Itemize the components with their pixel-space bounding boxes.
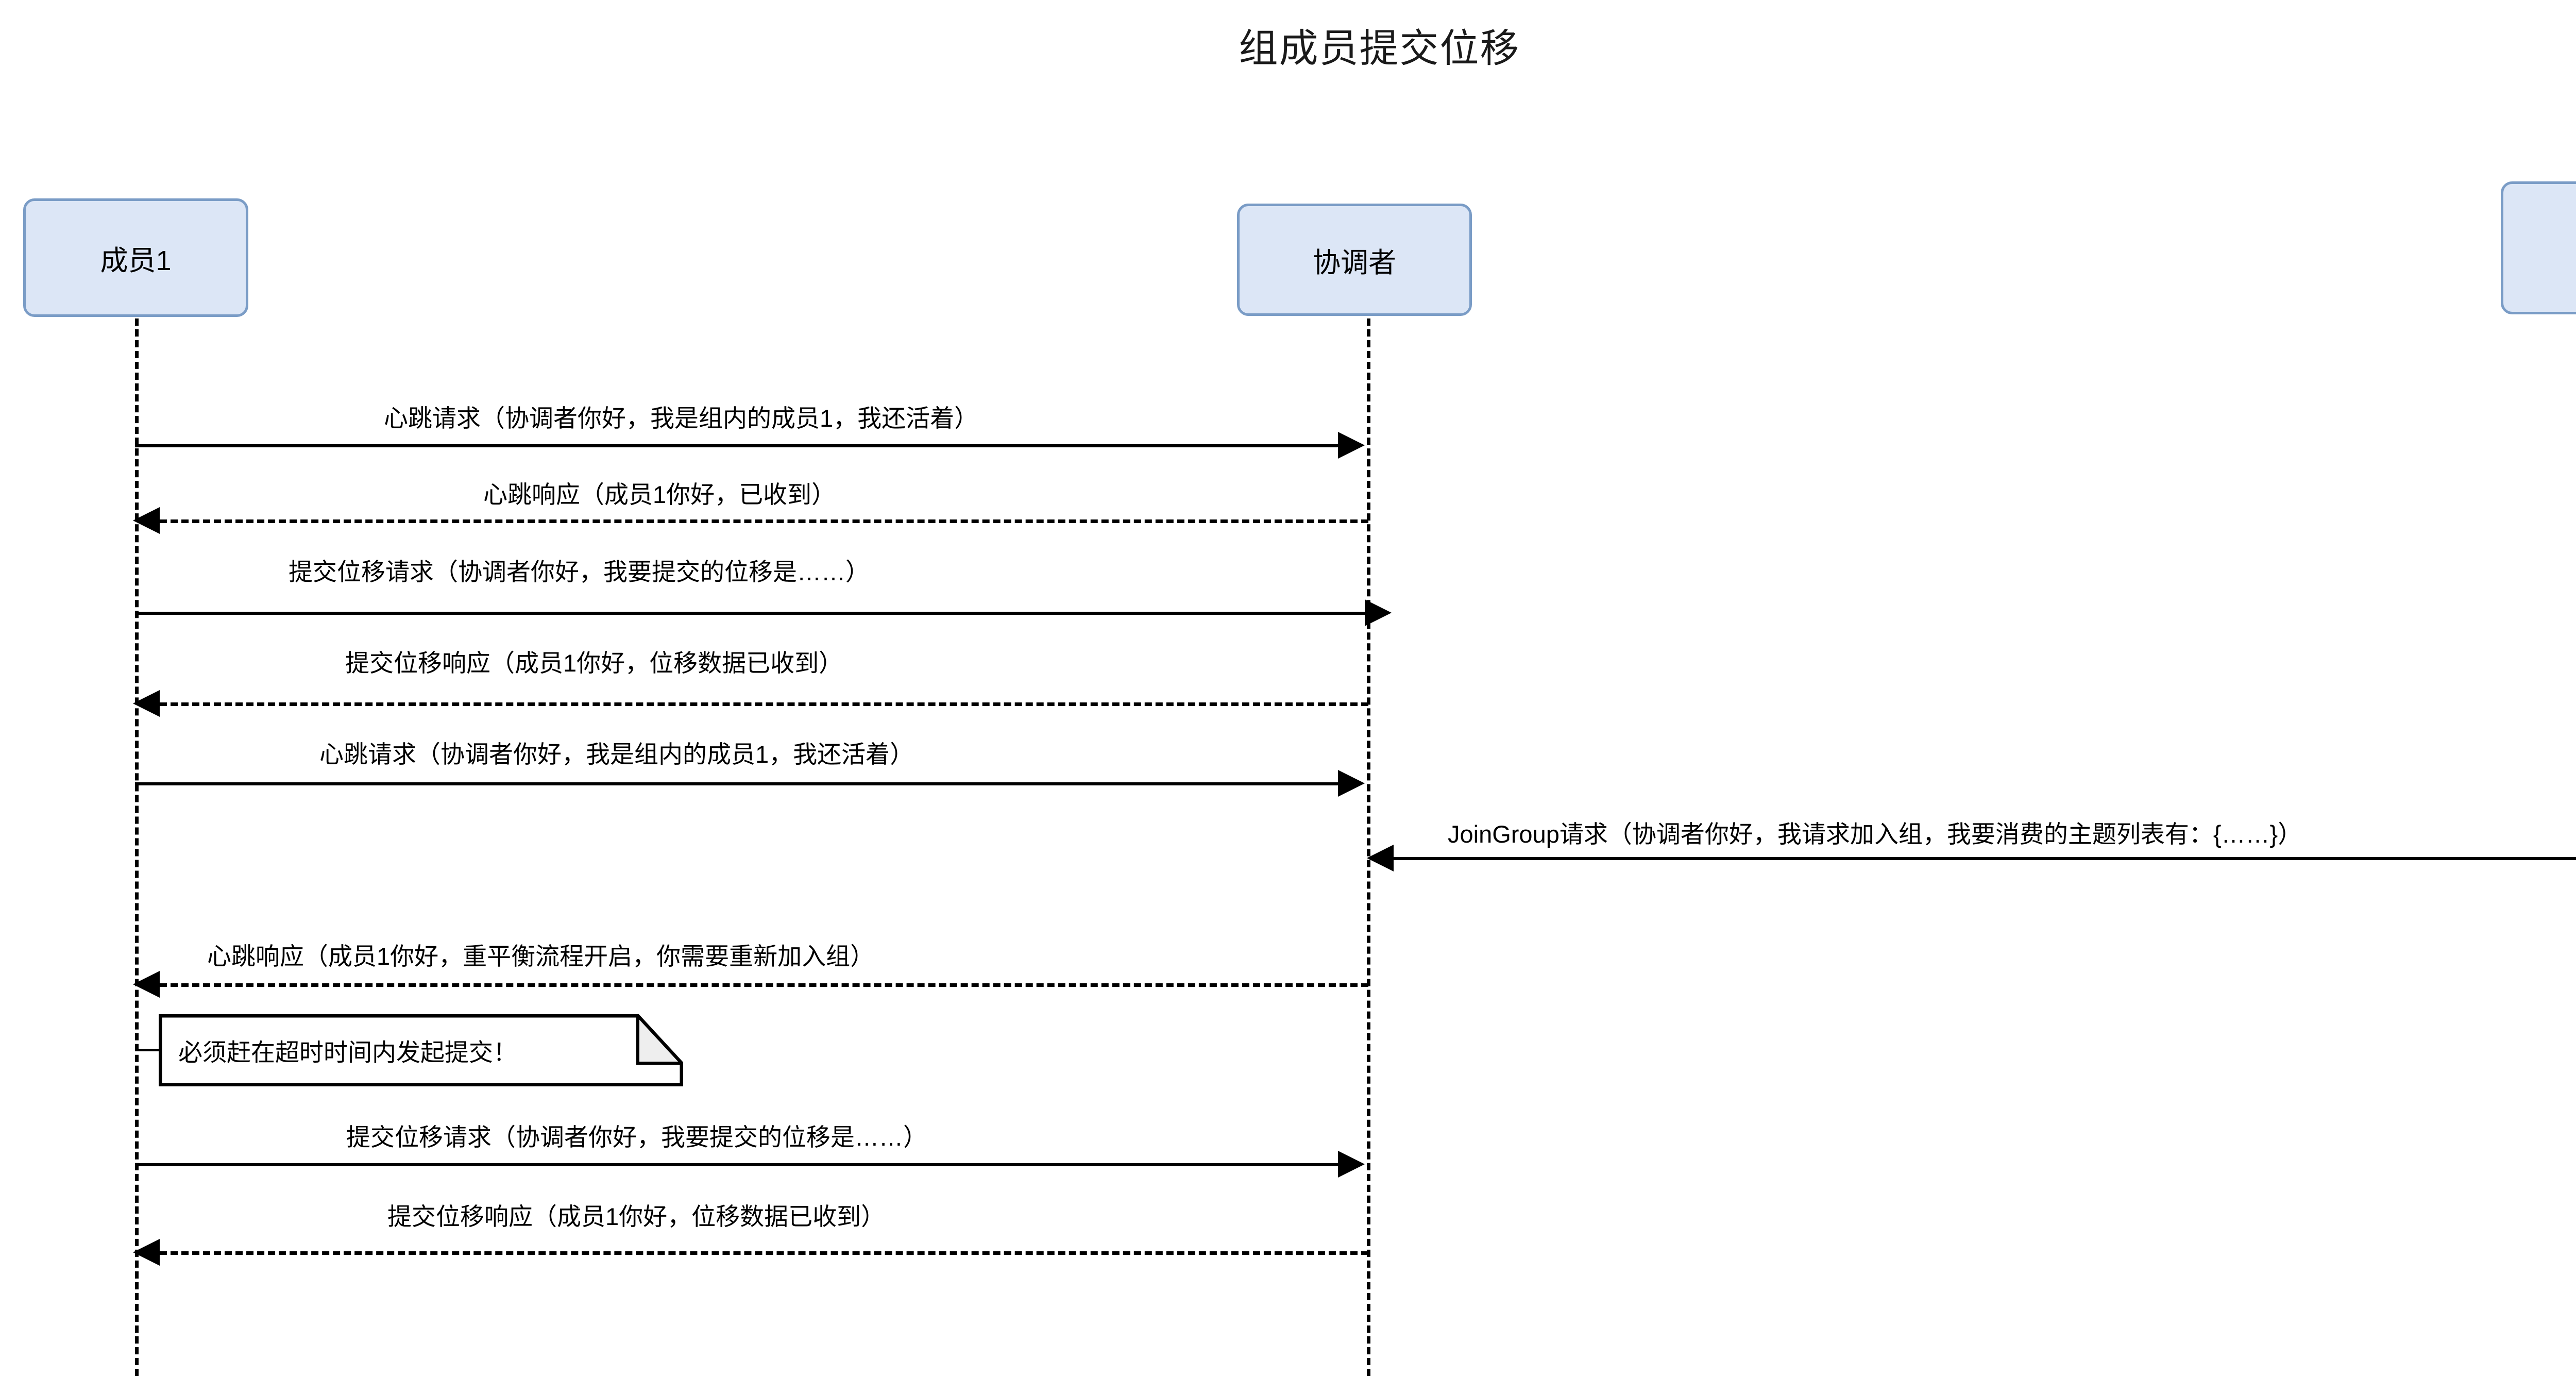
message-3-line xyxy=(135,612,1366,615)
participant-coordinator-label: 协调者 xyxy=(1313,247,1396,278)
note-shape xyxy=(159,1014,683,1086)
message-2-line xyxy=(160,519,1368,523)
message-4-line xyxy=(160,702,1368,706)
participant-coordinator[interactable]: 协调者 xyxy=(1237,204,1472,316)
timeout-note-text: 必须赶在超时时间内发起提交！ xyxy=(178,1038,517,1066)
message-9-line xyxy=(160,1251,1368,1255)
page-title: 组成员提交位移 xyxy=(1239,27,1520,71)
message-3-arrowhead xyxy=(1365,599,1392,626)
participant-member2[interactable]: 成员2 xyxy=(2501,181,2576,314)
message-1-label: 心跳请求（协调者你好，我是组内的成员1，我还活着） xyxy=(384,405,979,432)
message-8-label: 提交位移请求（协调者你好，我要提交的位移是……） xyxy=(346,1123,927,1151)
message-5-arrowhead xyxy=(1338,770,1365,797)
message-2-arrowhead xyxy=(133,507,160,534)
message-4-arrowhead xyxy=(133,690,160,717)
message-1-arrowhead xyxy=(1338,432,1365,459)
lifeline-member1 xyxy=(135,318,139,1376)
message-6-label: JoinGroup请求（协调者你好，我请求加入组，我要消费的主题列表有：{……}… xyxy=(1448,820,2302,848)
participant-member1-label: 成员1 xyxy=(100,245,172,276)
message-2-label: 心跳响应（成员1你好，已收到） xyxy=(483,481,836,508)
message-7-arrowhead xyxy=(133,971,160,998)
message-5-label: 心跳请求（协调者你好，我是组内的成员1，我还活着） xyxy=(319,741,914,768)
message-5-line xyxy=(135,782,1340,785)
message-4-label: 提交位移响应（成员1你好，位移数据已收到） xyxy=(345,649,843,677)
participant-member1[interactable]: 成员1 xyxy=(23,198,248,317)
message-9-arrowhead xyxy=(133,1239,160,1266)
timeout-note[interactable]: 必须赶在超时时间内发起提交！ xyxy=(159,1014,683,1086)
message-6-line xyxy=(1394,857,2576,860)
note-connector xyxy=(135,1049,160,1051)
message-6-arrowhead xyxy=(1367,845,1394,871)
message-9-label: 提交位移响应（成员1你好，位移数据已收到） xyxy=(387,1203,886,1230)
message-1-line xyxy=(135,444,1340,447)
message-3-label: 提交位移请求（协调者你好，我要提交的位移是……） xyxy=(289,558,870,585)
message-8-arrowhead xyxy=(1338,1151,1365,1178)
message-8-line xyxy=(135,1163,1340,1166)
message-7-line xyxy=(160,983,1368,987)
message-7-label: 心跳响应（成员1你好，重平衡流程开启，你需要重新加入组） xyxy=(207,943,875,970)
